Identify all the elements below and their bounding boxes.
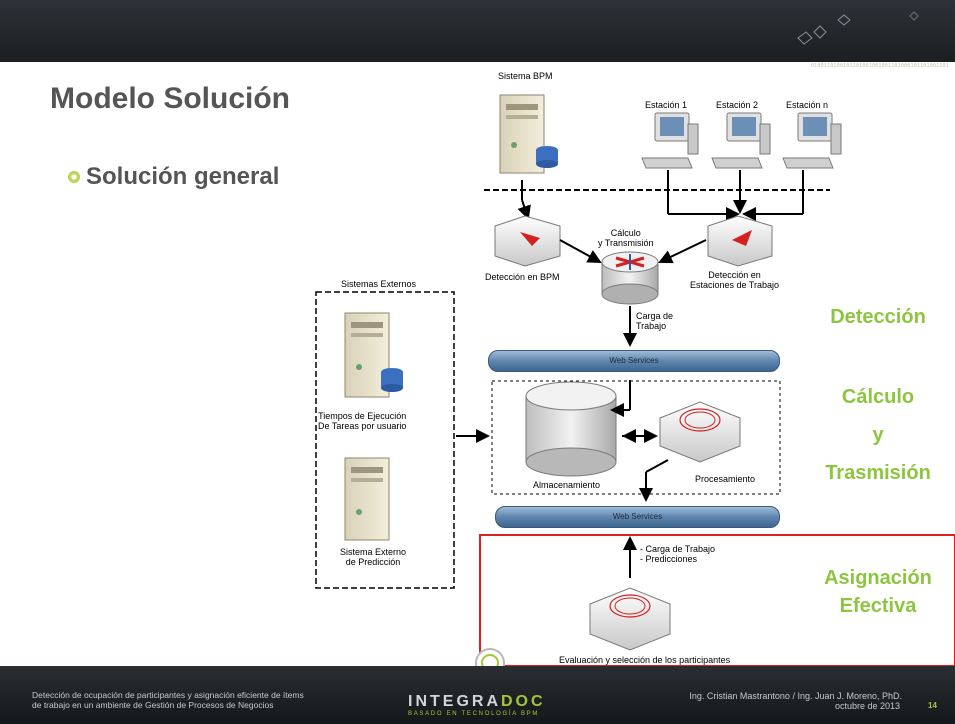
evaluation-icon [589,587,671,651]
outputs-line2: - Predicciones [640,554,698,564]
station-n-label: Estación n [786,100,829,110]
task-times-server-icon [344,312,403,398]
bullet-icon [68,171,80,183]
outputs-label: - Carga de Trabajo - Predicciones [640,544,715,564]
workload-line2: Trabajo [636,321,667,331]
page-number: 14 [928,701,937,710]
logo-subtitle: BASADO EN TECNOLOGÍA BPM [408,711,540,717]
web-services-top-bar: Web Services [488,350,780,372]
workload-line1: Carga de [636,311,674,321]
stage-calc-line3: Trasmisión [825,462,931,484]
calc-label-line2: y Transmisión [598,238,654,248]
stage-assignment: Asignación Efectiva [808,564,948,620]
binary-decoration: 0100110100101101001001001101000101101001… [810,63,949,69]
calc-transmission-label: Cálculo y Transmisión [598,228,654,248]
detection-bpm-label: Detección en BPM [485,272,560,282]
detection-stations-line1: Detección en [708,270,761,280]
task-times-line2: De Tareas por usuario [318,421,407,431]
station-1-icon [641,112,699,169]
storage-label: Almacenamiento [533,480,601,490]
prediction-line2: de Predicción [345,557,401,567]
station-n-icon [782,112,842,169]
detection-stations-line2: Estaciones de Trabajo [690,280,780,290]
web-services-bottom-label: Web Services [612,512,663,521]
station-2-icon [711,112,771,169]
prediction-server-icon [344,457,390,541]
workload-label: Carga de Trabajo [636,311,673,331]
footer-left-line2: de trabajo en un ambiente de Gestión de … [32,700,274,710]
web-services-bottom-bar: Web Services [495,506,780,528]
task-times-line1: Tiempos de Ejecución [318,411,407,421]
logo-text: INTEGRADOC [408,694,546,710]
storage-icon [525,381,617,477]
bullet-text: Solución general [86,163,280,190]
task-times-label: Tiempos de Ejecución De Tareas por usuar… [318,411,406,431]
stage-calc-line1: Cálculo [841,386,915,408]
external-systems-label: Sistemas Externos [341,279,417,289]
footer-thesis-title: Detección de ocupación de participantes … [32,690,304,710]
footer-date: octubre de 2013 [834,701,900,711]
prediction-line1: Sistema Externo [340,547,407,557]
header-bar [0,0,955,62]
station-1-label: Estación 1 [645,100,688,110]
external-prediction-label: Sistema Externo de Predicción [340,547,406,567]
stage-assignment-line1: Asignación [824,567,932,589]
footer-bar: Detección de ocupación de participantes … [0,666,955,724]
processing-label: Procesamiento [695,474,756,484]
detection-stations-icon [707,215,773,267]
bullet-item: Solución general [68,163,279,191]
logo-text-right: DOC [501,693,546,710]
stage-assignment-line2: Efectiva [839,595,917,617]
footer-left-line1: Detección de ocupación de participantes … [32,690,304,700]
slide-title: Modelo Solución [50,82,290,115]
bpm-server-icon [499,94,558,174]
station-2-label: Estación 2 [716,100,759,110]
web-services-top-label: Web Services [609,356,659,365]
outputs-line1: - Carga de Trabajo [640,544,716,554]
stage-detection: Detección [830,306,926,328]
logo-text-left: INTEGRA [408,693,501,710]
decorative-diamonds-icon [797,11,919,45]
footer-authors: Ing. Cristian Mastrantono / Ing. Juan J.… [689,691,902,701]
processing-icon [659,401,741,463]
stage-calc-line2: y [872,424,884,446]
integradoc-logo: INTEGRADOC BASADO EN TECNOLOGÍA BPM [408,694,546,718]
detection-stations-label: Detección en Estaciones de Trabajo [690,270,779,290]
evaluation-label: Evaluación y selección de los participan… [559,655,731,665]
stage-calc: Cálculo y Trasmisión [808,378,948,492]
calc-label-line1: Cálculo [610,228,641,238]
footer-authors-block: Ing. Cristian Mastrantono / Ing. Juan J.… [640,691,902,711]
detection-bpm-icon [494,215,561,267]
router-icon [601,251,659,305]
bpm-system-label: Sistema BPM [498,71,553,81]
